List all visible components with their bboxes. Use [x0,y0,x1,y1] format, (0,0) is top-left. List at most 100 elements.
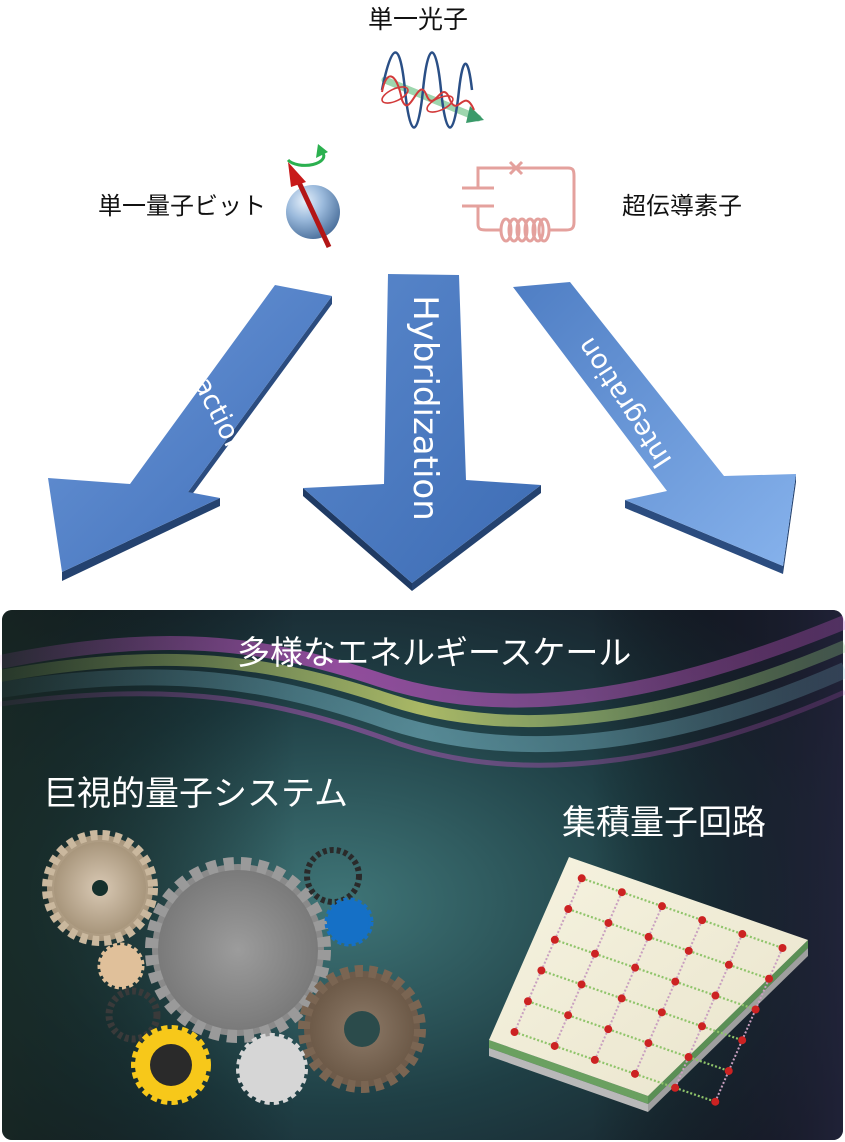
quantum-chip [489,857,808,1112]
chip-link [541,969,582,986]
chip-link [741,933,783,950]
chip-qubit-node [684,1053,693,1062]
chip-link [714,964,730,996]
chip-qubit-node [564,905,573,914]
superconducting-circuit-icon [462,160,576,243]
chip-qubit-node [711,1097,720,1106]
integration-arrow [513,282,796,574]
chip-circuit-grid [510,874,787,1106]
chip-qubit-node [630,1069,639,1078]
chip-qubit-node [698,1022,707,1031]
chip-link [768,947,784,980]
chip-link [527,970,543,1002]
interaction-arrow [48,285,332,581]
chip-link [741,1009,757,1041]
gear-beige-small [97,942,145,990]
chip-qubit-node [765,974,774,983]
chip-link [715,994,756,1011]
bottom-panel [0,610,845,1140]
chip-link [648,1042,689,1059]
chip-qubit-node [617,888,626,897]
chip-link [688,949,730,966]
chip-qubit-node [510,1028,519,1036]
energy-ribbons [0,615,845,768]
chip-qubit-node [738,1036,747,1045]
chip-link [621,891,663,908]
chip-link [727,1039,744,1072]
chip-link [701,1025,743,1042]
chip-qubit-node [644,1039,653,1048]
chip-link [594,1058,636,1075]
chip-link [701,995,717,1027]
chip-link [634,966,676,983]
chip-qubit-node [550,935,559,944]
chip-link [594,952,636,969]
photon-wave-icon [380,51,484,129]
chip-link [674,1056,690,1089]
qubit-spin-icon [286,144,340,249]
chip-link [581,877,623,894]
single-photon-label: 単一光子 [368,5,469,34]
gear-blue [324,897,374,947]
chip-link [660,981,677,1013]
chip-qubit-node [658,902,667,911]
chip-link [607,1028,649,1045]
gear-tan-large [42,830,158,946]
gear-yellow [131,1025,211,1105]
chip-link [567,907,609,925]
chip-qubit-node [590,1055,599,1064]
chip-link [621,997,663,1014]
chip-link [728,963,770,980]
integrated-circuit-label: 集積量子回路 [562,803,766,843]
chip-link [687,919,704,952]
chip-qubit-node [604,918,613,927]
chip-link [674,1086,716,1103]
gear-outline-dark [304,847,362,905]
gear-outline-gray [105,987,161,1043]
chip-qubit-node [537,966,546,975]
chip-link [620,967,637,999]
gear-silver-large [145,857,331,1043]
chip-link [554,938,596,955]
chip-link [514,1030,556,1047]
chip-link [634,936,650,969]
superconducting-element-label: 超伝導素子 [622,192,742,220]
chip-link [634,1072,676,1089]
chip-link [580,953,596,985]
chip-link [554,1044,596,1061]
chip-link [701,919,743,936]
macroscopic-system-label: 巨視的量子システム [43,774,348,814]
chip-link [553,908,570,941]
chip-link [688,1055,730,1073]
hybridization-arrow-label: Hybridization [405,295,445,521]
chip-link [687,1025,703,1058]
chip-link [513,1000,529,1033]
chip-link [714,1070,730,1103]
hybridization-arrow [303,274,541,591]
chip-link [567,1014,609,1031]
chip-link [540,939,556,971]
chip-link [607,891,623,924]
chip-qubit-node [671,977,680,986]
chip-link [727,933,744,966]
chip-qubit-node [590,949,599,958]
chip-link [607,997,623,1030]
chip-qubit-node [523,997,532,1006]
chip-link [648,935,690,952]
chip-link [593,1028,610,1061]
chip-qubit-node [724,1066,733,1075]
chip-link [608,921,649,938]
chip-qubit-node [631,963,640,972]
gear-white [236,1033,308,1105]
chip-link [647,905,663,938]
chip-link [594,922,610,955]
chip-qubit-node [577,980,586,989]
gear-brown [298,965,426,1093]
chip-link [567,877,583,910]
chip-qubit-node [684,946,693,955]
chip-link [634,1042,650,1075]
chip-qubit-node [577,874,586,883]
chip-link [661,1011,703,1028]
chip-qubit-node [657,1008,666,1017]
